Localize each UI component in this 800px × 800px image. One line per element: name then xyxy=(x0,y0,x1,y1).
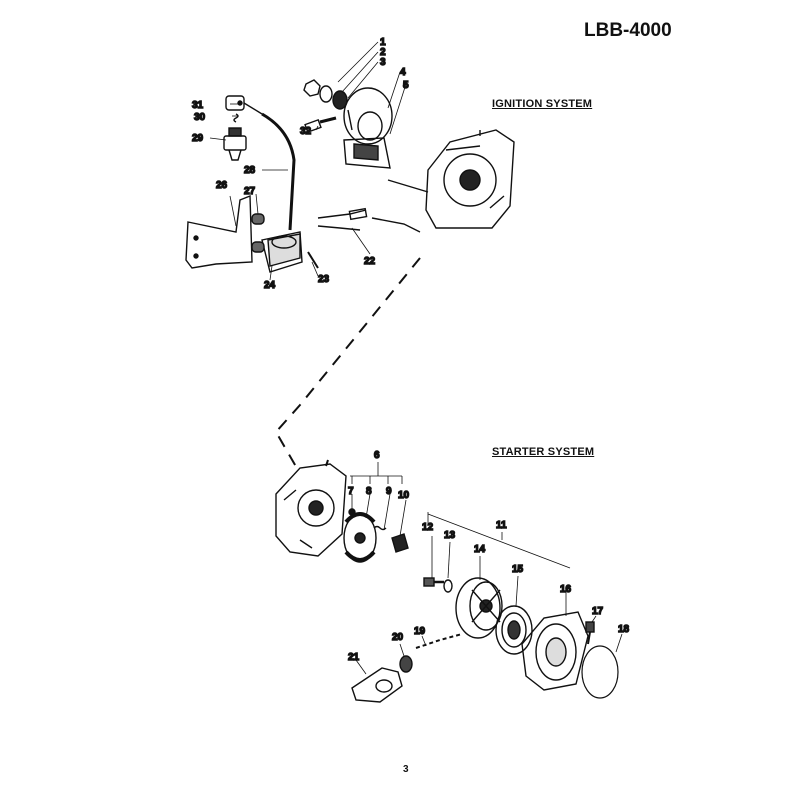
callout-24: 24 xyxy=(264,280,276,291)
callout-27: 27 xyxy=(244,186,256,197)
callout-5: 5 xyxy=(403,80,409,91)
high-tension-cable xyxy=(261,112,296,231)
clutch-shoe xyxy=(391,533,409,553)
callout-1: 1 xyxy=(380,37,386,48)
callout-15: 15 xyxy=(512,564,524,575)
flywheel-bolt xyxy=(304,116,337,134)
starter-case xyxy=(521,611,589,691)
callout-30: 30 xyxy=(194,112,206,123)
coil-screw xyxy=(307,251,319,269)
callout-4: 4 xyxy=(400,67,406,78)
callout-2: 2 xyxy=(380,47,386,58)
connection-dashed-line xyxy=(274,257,421,471)
rope-collar xyxy=(399,655,413,673)
flywheel-magnet xyxy=(343,87,393,145)
ignition-module xyxy=(343,137,391,169)
callout-18: 18 xyxy=(618,624,630,635)
coil-spacers xyxy=(251,213,265,253)
spark-plug-spring xyxy=(233,113,239,123)
callout-12: 12 xyxy=(422,522,434,533)
starter-cover-ring xyxy=(581,645,619,699)
callout-21: 21 xyxy=(348,652,360,663)
ignition-system-title: IGNITION SYSTEM xyxy=(492,98,593,110)
callout-20: 20 xyxy=(392,632,404,643)
callout-16: 16 xyxy=(560,584,572,595)
switch-leads xyxy=(317,207,368,231)
callout-26: 26 xyxy=(216,180,228,191)
nut-and-washers xyxy=(303,79,348,110)
callout-31: 31 xyxy=(192,100,204,111)
callout-6: 6 xyxy=(374,450,380,461)
coil-bracket xyxy=(185,194,253,269)
page-number: 3 xyxy=(403,764,409,775)
crankcase-ignition-side xyxy=(425,129,515,229)
model-number: LBB-4000 xyxy=(584,20,672,41)
starter-pulley xyxy=(455,577,503,639)
starter-rope xyxy=(415,633,463,649)
crankcase-starter-side xyxy=(275,459,347,557)
callout-13: 13 xyxy=(444,530,456,541)
callout-11: 11 xyxy=(496,520,507,531)
callout-17: 17 xyxy=(592,606,604,617)
callout-22: 22 xyxy=(364,256,376,267)
callout-28: 28 xyxy=(244,165,256,176)
callout-32: 32 xyxy=(300,126,312,137)
callout-10: 10 xyxy=(398,490,410,501)
spark-plug xyxy=(223,127,247,161)
callout-9: 9 xyxy=(386,486,392,497)
recoil-spring xyxy=(495,605,533,655)
callout-14: 14 xyxy=(474,544,486,555)
starter-bolt-and-washer xyxy=(423,577,453,593)
callout-19: 19 xyxy=(414,626,426,637)
callout-3: 3 xyxy=(380,57,386,68)
starter-system-title: STARTER SYSTEM xyxy=(492,446,595,458)
ignition-coil xyxy=(261,231,303,273)
starter-callout-lines xyxy=(350,462,623,675)
starter-case-bolt xyxy=(585,621,595,645)
callout-8: 8 xyxy=(366,486,372,497)
callout-29: 29 xyxy=(192,133,204,144)
wiring-harness xyxy=(371,179,429,233)
callout-23: 23 xyxy=(318,274,330,285)
ignition-callout-lines xyxy=(209,41,407,281)
clutch-assembly xyxy=(343,512,377,563)
starter-handle xyxy=(351,667,403,703)
callout-7: 7 xyxy=(348,486,354,497)
spark-plug-cap xyxy=(225,95,263,115)
